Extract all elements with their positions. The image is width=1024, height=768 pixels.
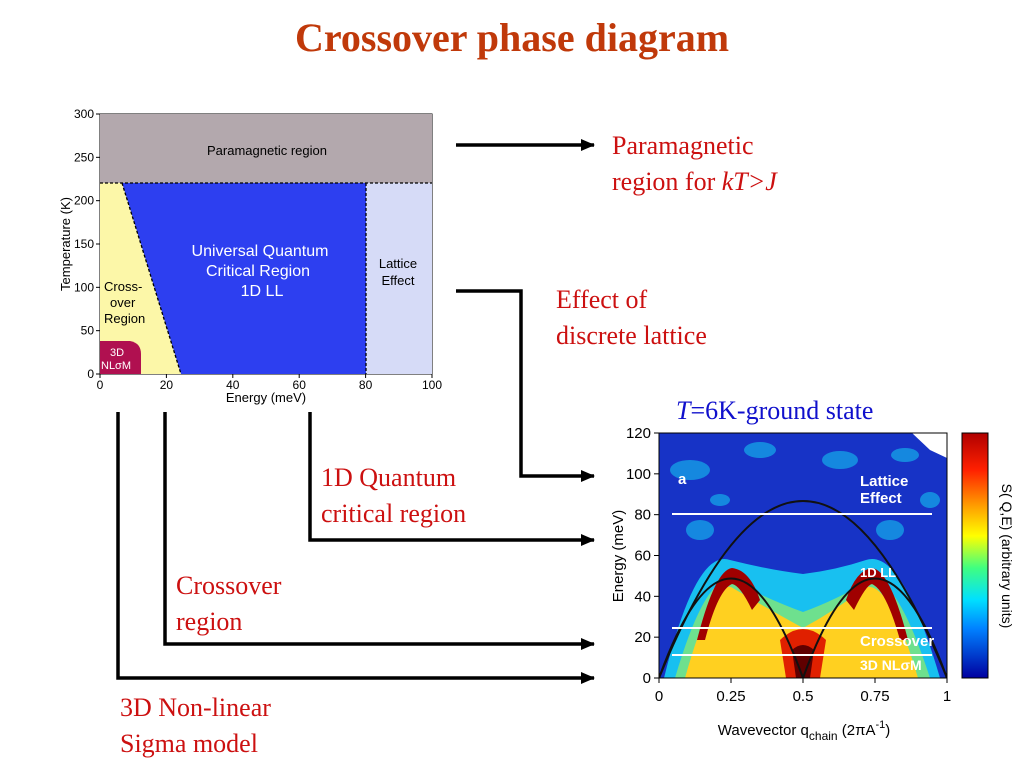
- upper-boundary-curve: [659, 500, 947, 678]
- band-crossover: Crossover: [860, 633, 934, 650]
- annotation-lattice-line2: discrete lattice: [556, 321, 707, 350]
- boundary-crossover: [121, 182, 182, 375]
- annotation-nlsm: 3D Non-linear Sigma model: [120, 690, 271, 762]
- band-nlsm: 3D NLσM: [860, 657, 922, 673]
- slide-title: Crossover phase diagram: [294, 15, 730, 60]
- spectrum-x-tick-label: 0: [655, 688, 663, 705]
- spectrum-y-tick-label: 100: [626, 466, 651, 483]
- crossover-label-line1: Cross-: [104, 279, 142, 294]
- spectrum-y-tick-label: 40: [634, 588, 651, 605]
- lower-boundary-curve: [659, 577, 947, 678]
- panel-letter: a: [678, 471, 687, 488]
- phase-x-tick-label: 80: [359, 378, 373, 392]
- band-lattice-line2: Effect: [860, 490, 902, 507]
- spectrum-plot: a Lattice Effect 1D LL Crossover 3D NLσM…: [610, 425, 1015, 743]
- annotation-qcr: 1D Quantum critical region: [321, 460, 466, 532]
- annotation-paramagnetic-line2: region for kT>J: [612, 167, 777, 196]
- spectrum-heading: T=6K-ground state: [676, 396, 873, 426]
- spectrum-x-axis-label: Wavevector qchain (2πA-1): [718, 719, 890, 743]
- spectrum-y-axis-label: Energy (meV): [610, 510, 627, 603]
- phase-y-tick-label: 100: [74, 280, 94, 294]
- spectrum-heatmap: [659, 433, 947, 678]
- spectrum-y-tick-label: 120: [626, 425, 651, 442]
- phase-y-ticks: 0 50 100 150 200 250 300: [74, 107, 100, 381]
- band-lattice-line1: Lattice: [860, 473, 908, 490]
- spectrum-y-tick-label: 60: [634, 548, 651, 565]
- arrow-crossover: [163, 412, 595, 650]
- colorbar-label: S( Q,E) (arbitrary units): [999, 484, 1015, 629]
- paramagnetic-region-label: Paramagnetic region: [207, 143, 327, 158]
- lattice-label-line1: Lattice: [379, 256, 417, 271]
- phase-x-tick-label: 60: [293, 378, 307, 392]
- annotation-paramagnetic: Paramagnetic region for kT>J: [612, 128, 777, 200]
- spectrum-y-tick-label: 20: [634, 629, 651, 646]
- nlsm-region: [100, 341, 141, 374]
- heatmap-background-patches: [670, 442, 940, 540]
- spectrum-y-ticks: 0 20 40 60 80 100 120: [626, 425, 659, 687]
- arrow-qcr: [308, 412, 595, 546]
- uqcr-label-line3: 1D LL: [241, 283, 284, 300]
- spectrum-x-tick-label: 1: [943, 688, 951, 705]
- phase-x-tick-label: 100: [422, 378, 442, 392]
- spectrum-y-tick-label: 80: [634, 507, 651, 524]
- arrow-lattice: [456, 289, 595, 482]
- spectrum-x-tick-label: 0.75: [860, 688, 889, 705]
- phase-y-tick-label: 150: [74, 237, 94, 251]
- annotation-crossover-line2: region: [176, 607, 243, 636]
- spectrum-heading-text: =6K-ground state: [690, 396, 874, 425]
- connectors: [116, 139, 595, 684]
- annotation-lattice-line1: Effect of: [556, 285, 648, 314]
- phase-x-tick-label: 0: [97, 378, 104, 392]
- crossover-region: [100, 183, 181, 374]
- colorbar: [961, 432, 989, 679]
- crossover-label-line3: Region: [104, 311, 145, 326]
- spectrum-x-tick-label: 0.25: [716, 688, 745, 705]
- spectrum-y-tick-label: 0: [643, 670, 651, 687]
- phase-y-axis-label: Temperature (K): [58, 197, 73, 291]
- phase-y-tick-label: 200: [74, 194, 94, 208]
- heatmap-center-core: [792, 645, 814, 678]
- nlsm-label-line2: NLσM: [101, 360, 131, 372]
- uqcr-region: [122, 183, 366, 374]
- uqcr-label-line1: Universal Quantum: [192, 243, 329, 260]
- annotation-qcr-line2: critical region: [321, 499, 467, 528]
- annotation-qcr-line1: 1D Quantum: [321, 463, 457, 492]
- phase-x-axis-label: Energy (meV): [226, 390, 306, 405]
- heatmap-right-branch: [846, 568, 908, 640]
- annotation-nlsm-line2: Sigma model: [120, 729, 258, 758]
- spectrum-heading-symbol: T: [676, 396, 691, 425]
- phase-y-tick-label: 250: [74, 150, 94, 164]
- nlsm-label-line1: 3D: [110, 347, 124, 359]
- heatmap-left-branch: [697, 568, 760, 640]
- heatmap-missing-corner: [912, 433, 947, 458]
- annotation-paramagnetic-line1: Paramagnetic: [612, 131, 754, 160]
- spectrum-x-ticks: 0 0.25 0.5 0.75 1: [655, 678, 951, 705]
- annotation-nlsm-line1: 3D Non-linear: [120, 693, 271, 722]
- annotation-lattice: Effect of discrete lattice: [556, 282, 707, 354]
- phase-x-tick-label: 20: [160, 378, 174, 392]
- phase-y-tick-label: 0: [87, 367, 94, 381]
- spectrum-x-tick-label: 0.5: [793, 688, 814, 705]
- arrow-nlsm: [116, 412, 595, 684]
- paramagnetic-region: [100, 114, 432, 183]
- crossover-label-line2: over: [110, 295, 136, 310]
- phase-x-tick-label: 40: [226, 378, 240, 392]
- lattice-region: [366, 183, 432, 374]
- annotation-crossover: Crossover region: [176, 568, 281, 640]
- phase-y-tick-label: 50: [81, 324, 95, 338]
- phase-x-ticks: 0 20 40 60 80 100: [97, 374, 442, 392]
- annotation-crossover-line1: Crossover: [176, 571, 282, 600]
- phase-diagram: Paramagnetic region Universal Quantum Cr…: [58, 107, 442, 405]
- uqcr-label-line2: Critical Region: [206, 263, 310, 280]
- phase-y-tick-label: 300: [74, 107, 94, 121]
- band-ll: 1D LL: [860, 565, 896, 580]
- lattice-label-line2: Effect: [381, 273, 414, 288]
